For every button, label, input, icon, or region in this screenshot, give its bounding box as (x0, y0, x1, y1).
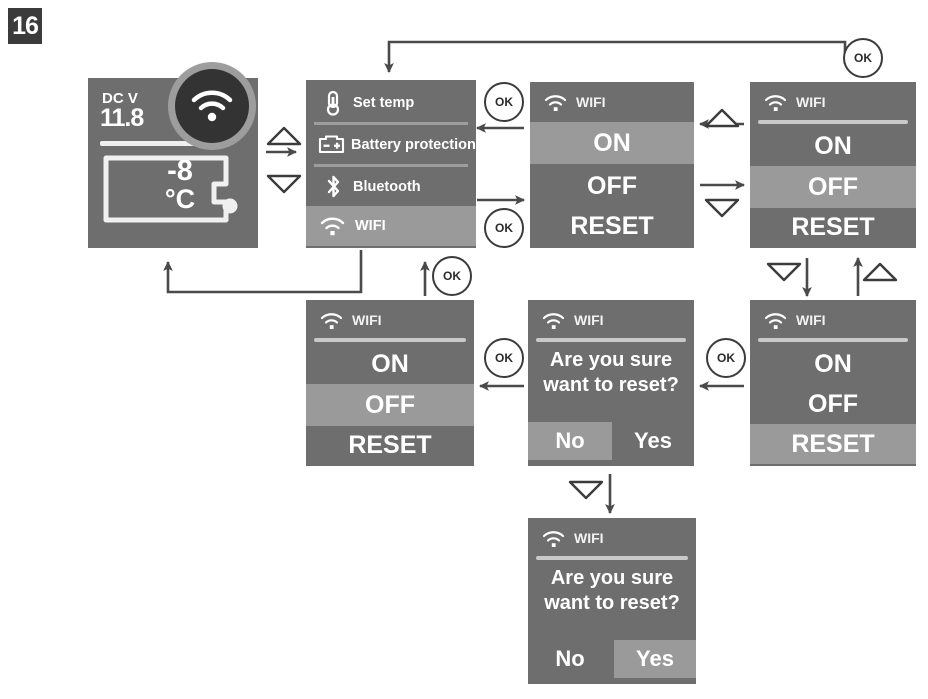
option-off[interactable]: OFF (587, 171, 637, 200)
compartment-outline-icon (103, 155, 238, 223)
option-off[interactable]: OFF (750, 166, 916, 208)
wifi-status-knob (168, 62, 256, 150)
ok-button[interactable]: OK (484, 208, 524, 248)
option-on[interactable]: ON (371, 349, 409, 378)
panel-divider (536, 556, 688, 560)
option-reset[interactable]: RESET (570, 211, 654, 240)
wifi-icon (764, 313, 787, 329)
menu-item-label: Bluetooth (353, 178, 421, 195)
confirm-button-no[interactable]: No (555, 646, 585, 671)
step-number-badge: 16 (8, 8, 42, 44)
menu-item-set-temp[interactable]: Set temp (306, 82, 476, 123)
temperature-value: -8 (167, 155, 193, 187)
wifi-icon (320, 313, 343, 329)
option-off[interactable]: OFF (808, 389, 858, 418)
panel-divider (758, 120, 908, 124)
reset-confirm-panel-no: WIFI Are you sure want to reset? No Yes (528, 300, 694, 466)
ok-button[interactable]: OK (484, 338, 524, 378)
ok-button[interactable]: OK (706, 338, 746, 378)
panel-title: WIFI (530, 82, 694, 122)
battery-icon (318, 134, 345, 153)
dc-voltage-value: 11.8 (100, 104, 144, 132)
confirm-question-line2: want to reset? (543, 374, 679, 396)
dc-voltage-label: DC V (102, 90, 138, 107)
settings-menu-panel: Set temp Battery protection Bluetooth WI… (306, 80, 476, 248)
panel-title: WIFI (528, 518, 696, 558)
confirm-question-line1: Are you sure (549, 349, 673, 371)
wifi-icon (542, 313, 565, 329)
menu-item-wifi[interactable]: WIFI (306, 206, 476, 246)
wifi-icon (544, 95, 567, 111)
wifi-options-panel-on: WIFI ON OFF RESET (530, 82, 694, 248)
panel-title-text: WIFI (796, 312, 826, 328)
panel-title: WIFI (750, 300, 916, 340)
thermometer-icon (326, 90, 340, 116)
option-reset[interactable]: RESET (791, 212, 875, 241)
panel-title-text: WIFI (576, 94, 606, 110)
panel-title-text: WIFI (796, 94, 826, 110)
wifi-icon (764, 95, 787, 111)
menu-divider (314, 122, 468, 125)
option-on[interactable]: ON (530, 122, 694, 164)
panel-title: WIFI (750, 82, 916, 122)
wifi-icon (542, 531, 565, 547)
option-reset[interactable]: RESET (348, 430, 432, 459)
panel-title-text: WIFI (352, 312, 382, 328)
wifi-icon (191, 90, 233, 122)
panel-title-text: WIFI (574, 530, 604, 546)
panel-divider (758, 338, 908, 342)
menu-divider (314, 164, 468, 167)
panel-title: WIFI (528, 300, 694, 340)
wifi-options-panel-off-bottom: WIFI ON OFF RESET (306, 300, 474, 466)
ok-button[interactable]: OK (484, 82, 524, 122)
menu-item-bluetooth[interactable]: Bluetooth (306, 166, 476, 207)
device-display-panel: DC V 11.8 -8 °C (88, 62, 258, 248)
confirm-button-no[interactable]: No (528, 422, 612, 460)
menu-item-label: Battery protection (351, 136, 476, 153)
display-divider (100, 141, 196, 146)
confirm-button-yes[interactable]: Yes (614, 640, 696, 678)
panel-divider (314, 338, 466, 342)
confirm-question-line2: want to reset? (544, 592, 680, 614)
temperature-unit: °C (164, 184, 196, 214)
wifi-icon (320, 217, 345, 236)
menu-item-battery-protection[interactable]: Battery protection (306, 124, 476, 165)
panel-divider (536, 338, 686, 342)
option-on[interactable]: ON (814, 131, 852, 160)
panel-title-text: WIFI (574, 312, 604, 328)
ok-button[interactable]: OK (843, 38, 883, 78)
option-off[interactable]: OFF (306, 384, 474, 426)
option-on[interactable]: ON (814, 349, 852, 378)
reset-confirm-panel-yes: WIFI Are you sure want to reset? No Yes (528, 518, 696, 684)
confirm-question-line1: Are you sure (550, 567, 674, 589)
confirm-button-yes[interactable]: Yes (634, 428, 672, 453)
option-reset[interactable]: RESET (750, 424, 916, 464)
panel-title: WIFI (306, 300, 474, 340)
menu-item-label: Set temp (353, 94, 415, 111)
bluetooth-icon (327, 175, 340, 197)
wifi-options-panel-reset: WIFI ON OFF RESET (750, 300, 916, 466)
menu-item-label: WIFI (355, 218, 386, 234)
wifi-options-panel-off-top: WIFI ON OFF RESET (750, 82, 916, 248)
ok-button[interactable]: OK (432, 256, 472, 296)
